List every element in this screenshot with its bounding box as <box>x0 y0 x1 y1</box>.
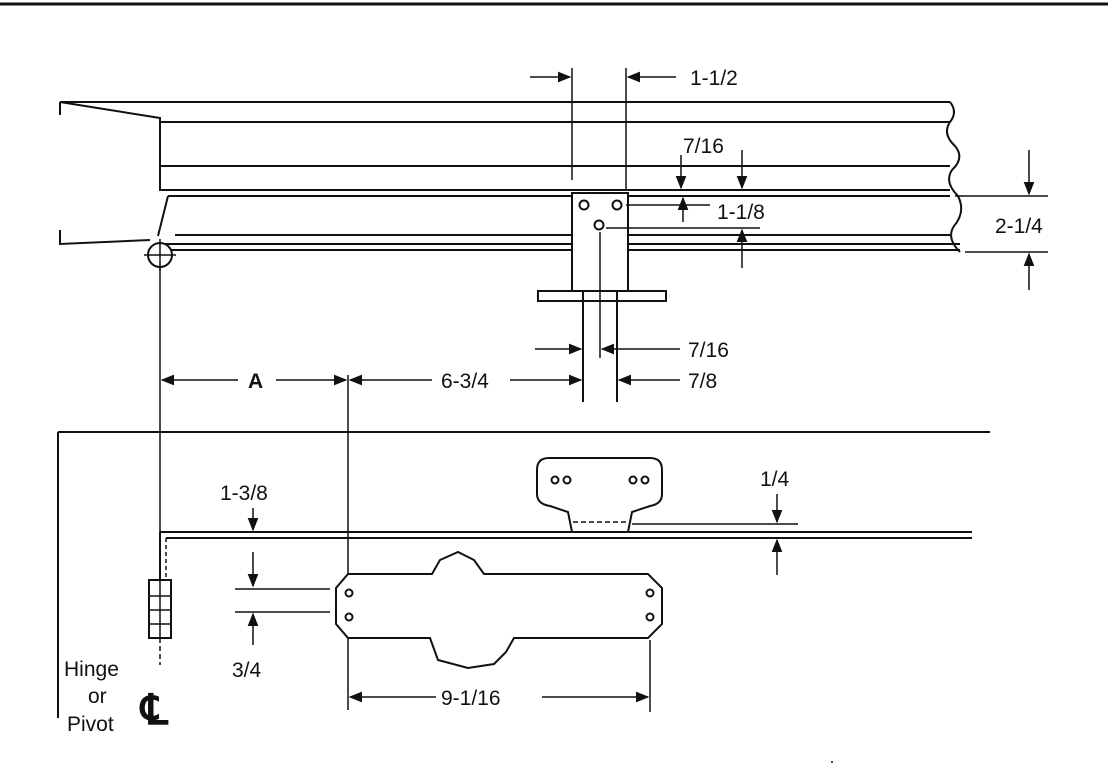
stray-dot <box>831 761 833 763</box>
label-7-16-mid: 7/16 <box>688 339 729 362</box>
dim-line-1-4 <box>632 494 798 575</box>
dim-line-2-1-4 <box>955 150 1048 290</box>
frame-section-top-view <box>59 101 963 253</box>
dim-line-7-16-upper <box>675 150 748 190</box>
label-1-3-8: 1-3/8 <box>220 482 268 505</box>
dim-line-1-1-2 <box>530 68 676 190</box>
label-pivot: Pivot <box>67 713 114 736</box>
label-1-1-2: 1-1/2 <box>690 67 738 90</box>
dim-line-row-a <box>160 374 680 710</box>
label-7-16-upper: 7/16 <box>683 135 724 158</box>
label-a: A <box>248 370 263 393</box>
label-1-1-8: 1-1/8 <box>717 201 765 224</box>
frame-elevation <box>57 431 990 718</box>
dim-line-1-1-8 <box>606 196 760 268</box>
dim-line-3-4 <box>235 611 330 645</box>
arm-bracket-top-view <box>537 192 667 402</box>
label-9-1-16: 9-1/16 <box>441 687 501 710</box>
label-or: or <box>88 685 107 708</box>
arm-bracket-elevation <box>536 457 663 533</box>
label-6-3-4: 6-3/4 <box>441 370 489 393</box>
pivot-circle <box>144 239 176 271</box>
dim-line-9-1-16 <box>348 640 651 712</box>
centerline-symbol: ℄ <box>139 686 169 733</box>
label-2-1-4: 2-1/4 <box>995 215 1043 238</box>
dim-line-1-3-8 <box>235 508 330 590</box>
hinge-body <box>148 579 172 665</box>
closer-body <box>335 550 663 670</box>
label-7-8: 7/8 <box>688 370 717 393</box>
label-1-4: 1/4 <box>760 468 790 491</box>
label-hinge: Hinge <box>64 658 119 681</box>
label-3-4: 3/4 <box>232 659 262 682</box>
